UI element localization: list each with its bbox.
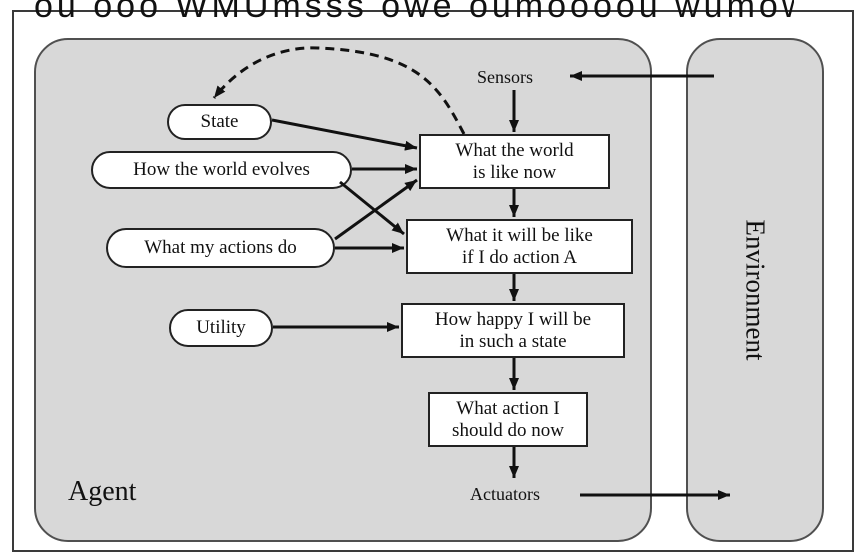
sensors-label: Sensors <box>477 67 534 87</box>
state-feedback-dashed-arrow <box>212 46 466 135</box>
actions-do-node: What my actions do <box>106 228 335 268</box>
environment-panel <box>686 38 824 542</box>
world-evolves-to-will-be-like-arrow <box>339 180 405 236</box>
utility-label: Utility <box>196 317 246 338</box>
will-be-like-box: What it will be like if I do action A <box>406 219 633 274</box>
what-action-line-2: should do now <box>452 419 564 441</box>
state-to-world-now-arrow <box>271 118 418 151</box>
world-now-box: What the world is like now <box>419 134 610 189</box>
actions-do-label: What my actions do <box>144 237 297 258</box>
will-be-like-line-1: What it will be like <box>446 224 593 246</box>
state-node: State <box>167 104 272 140</box>
state-label: State <box>200 111 239 132</box>
what-action-box: What action I should do now <box>428 392 588 447</box>
actuators-label: Actuators <box>470 484 540 504</box>
what-action-line-1: What action I <box>456 397 560 419</box>
how-happy-line-1: How happy I will be <box>434 308 592 330</box>
will-be-like-line-2: if I do action A <box>461 246 578 268</box>
agent-panel <box>34 38 652 542</box>
how-happy-line-2: in such a state <box>459 330 567 352</box>
world-now-line-1: What the world <box>455 139 574 161</box>
world-evolves-node: How the world evolves <box>91 151 352 189</box>
utility-node: Utility <box>169 309 273 347</box>
how-happy-box: How happy I will be in such a state <box>401 303 625 358</box>
agent-label: Agent <box>68 476 137 507</box>
actions-do-to-world-now-arrow <box>334 178 418 241</box>
cutoff-header-text: ou ooo WMUmsss owe oumoooou wumows <box>34 0 794 19</box>
world-now-line-2: is like now <box>472 161 557 183</box>
world-evolves-label: How the world evolves <box>133 159 310 180</box>
